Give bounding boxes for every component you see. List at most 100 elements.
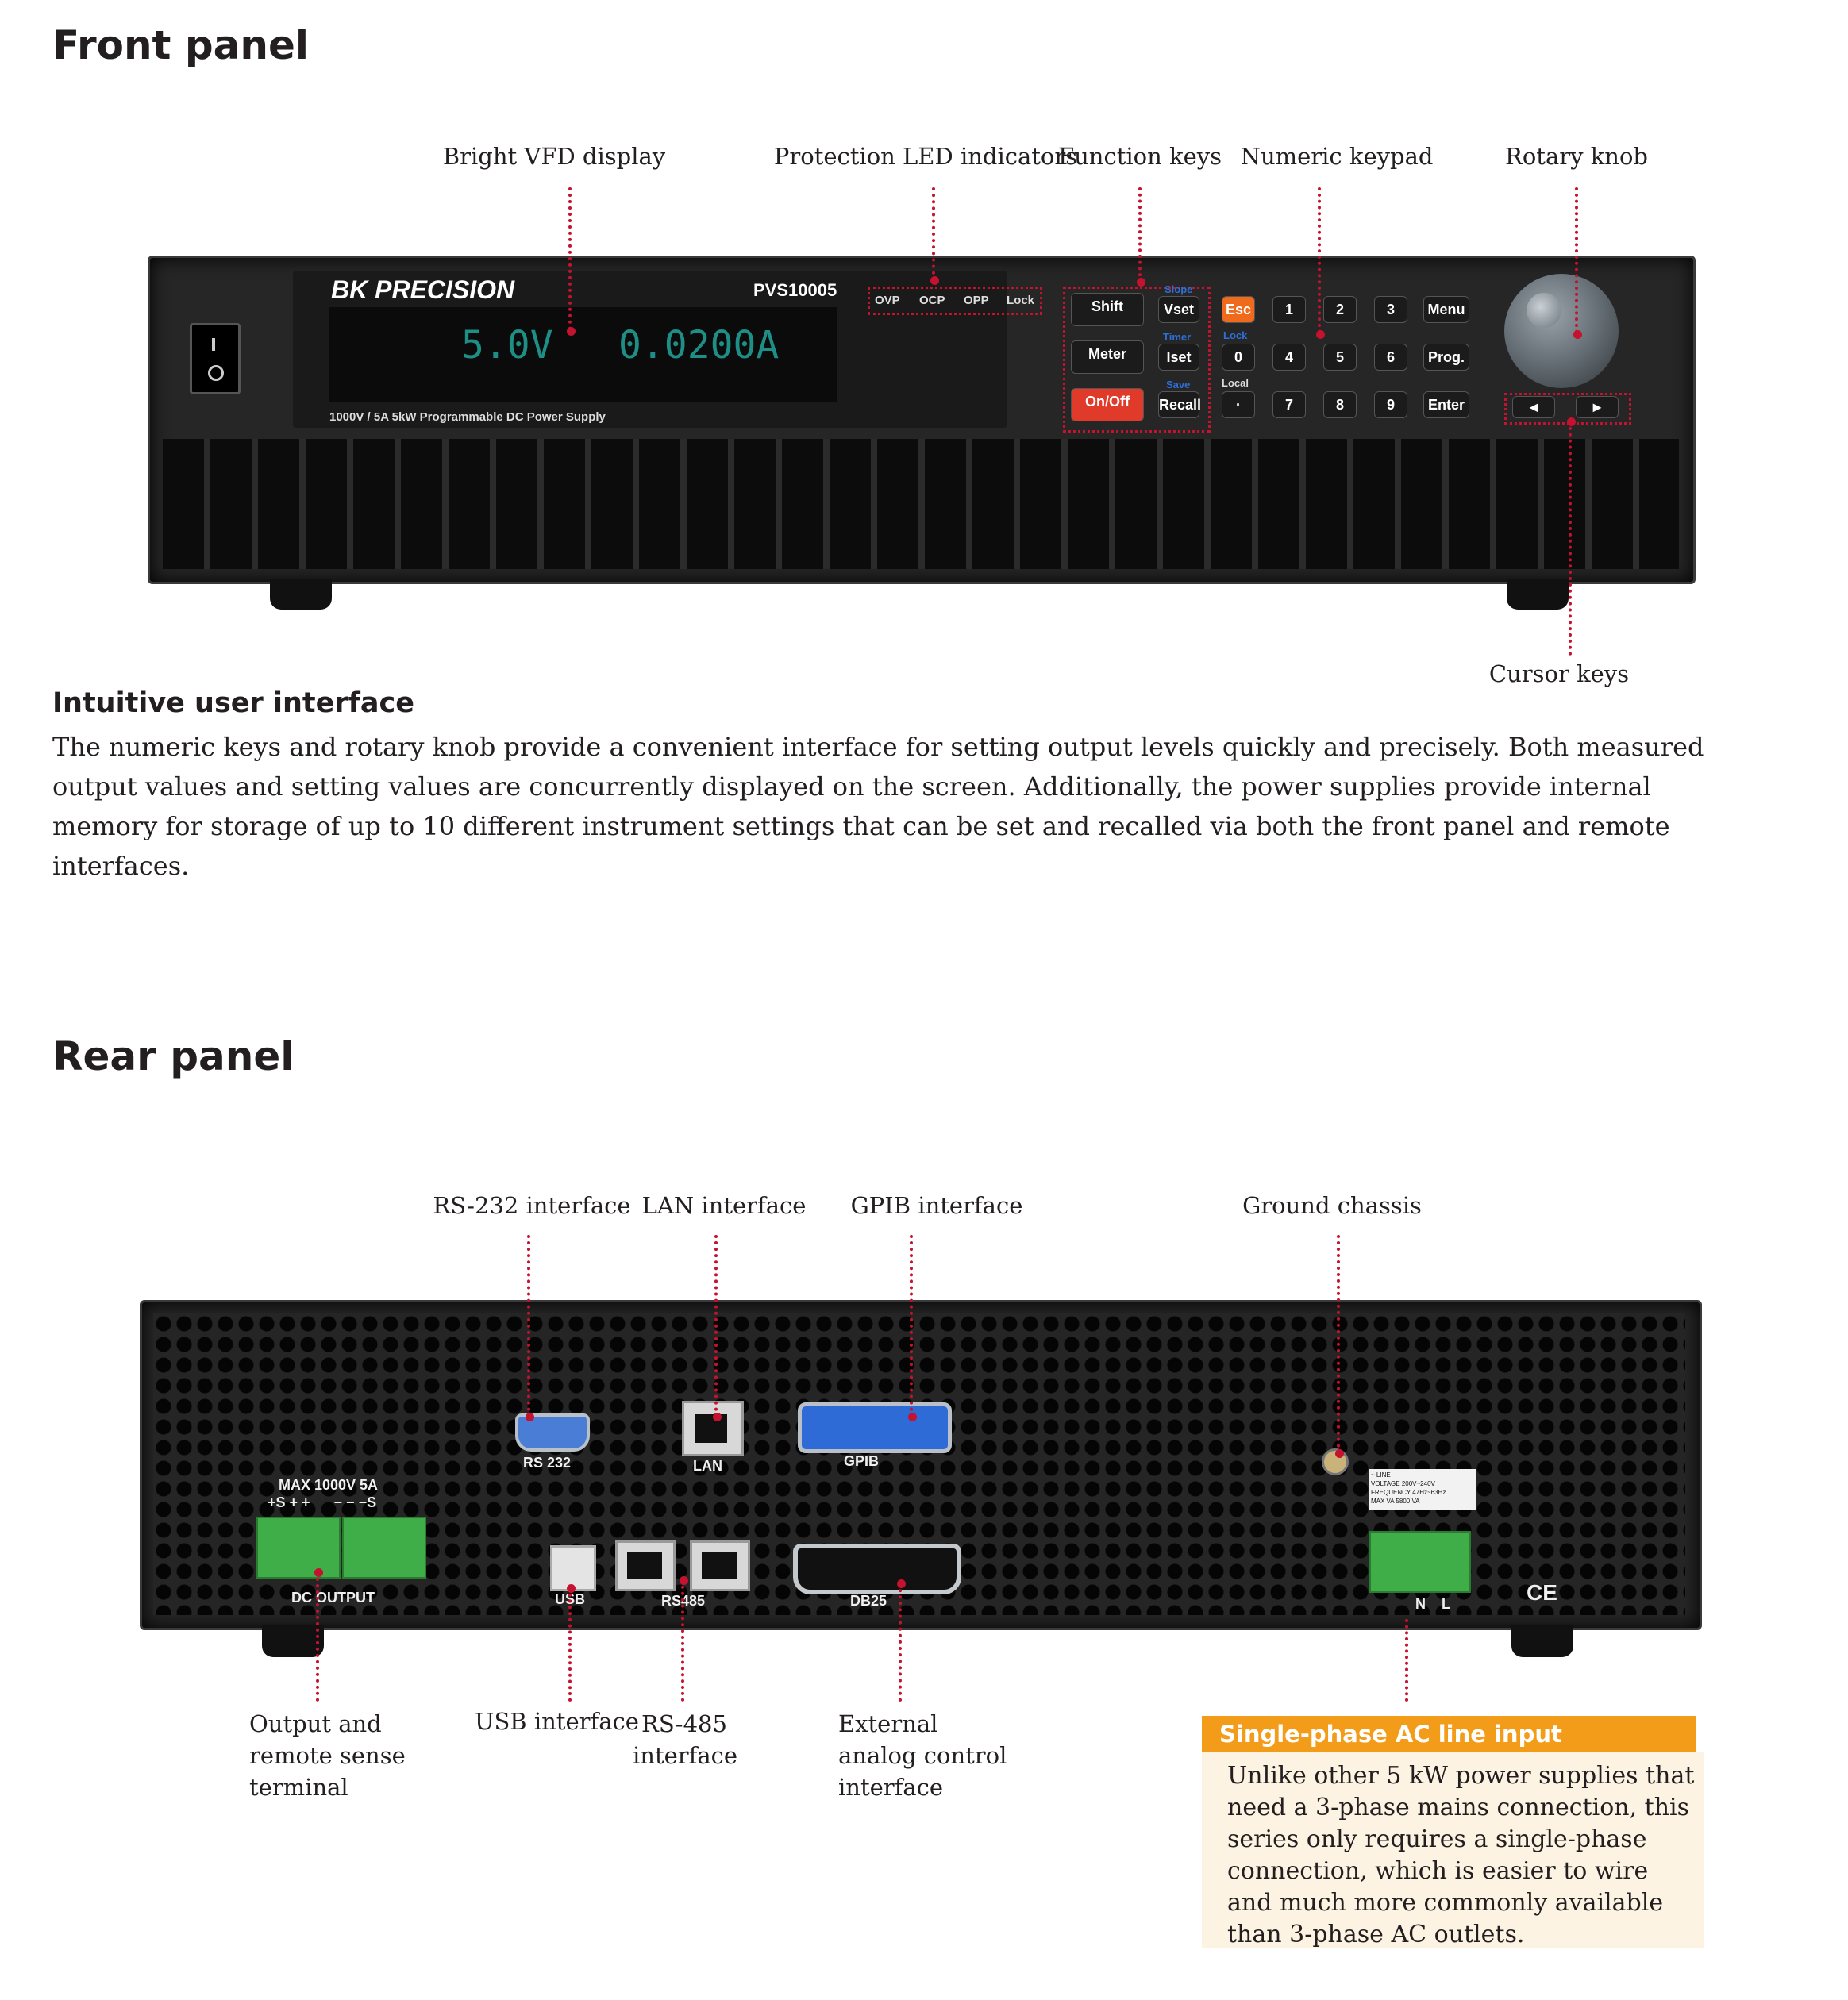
- leader-rs232: [527, 1235, 530, 1417]
- lan-port[interactable]: [682, 1401, 744, 1456]
- callout-function-keys: Function keys: [1057, 143, 1222, 170]
- esc-key[interactable]: Esc: [1222, 296, 1255, 323]
- leader-dot-display: [567, 327, 576, 336]
- led-ovp: OVP: [875, 294, 900, 307]
- meter-key[interactable]: Meter: [1071, 340, 1144, 374]
- led-lock: Lock: [1007, 294, 1035, 307]
- rs485-port-1[interactable]: [615, 1540, 676, 1591]
- led-indicators: OVP OCP OPP Lock: [868, 287, 1042, 315]
- brand-logo: BK PRECISION: [331, 275, 515, 304]
- line-label: N L: [1415, 1596, 1450, 1612]
- vfd-screen: [329, 307, 837, 402]
- leader-dot-keypad: [1316, 330, 1325, 339]
- timer-label: Timer: [1163, 331, 1192, 343]
- key-4[interactable]: 4: [1272, 344, 1306, 371]
- leader-dot-ground: [1335, 1449, 1344, 1458]
- leader-dot-leds: [930, 276, 939, 285]
- leader-knob: [1575, 187, 1578, 333]
- leader-function-keys: [1138, 187, 1142, 283]
- voltage-reading: 5.0V: [461, 323, 553, 367]
- leader-ac-inlet: [1405, 1619, 1408, 1702]
- shift-key[interactable]: Shift: [1071, 293, 1144, 326]
- leader-rs485: [681, 1579, 684, 1702]
- key-2[interactable]: 2: [1323, 296, 1357, 323]
- ac-box-body: Unlike other 5 kW power supplies that ne…: [1202, 1752, 1704, 1948]
- key-6[interactable]: 6: [1374, 344, 1407, 371]
- key-7[interactable]: 7: [1272, 391, 1306, 418]
- leader-dot-analog: [897, 1579, 906, 1588]
- compliance-marks: CE: [1527, 1580, 1557, 1605]
- leader-dot-function-keys: [1137, 278, 1145, 287]
- lock-label: Lock: [1223, 329, 1248, 341]
- leader-dot-output: [314, 1568, 323, 1577]
- on-off-key[interactable]: On/Off: [1071, 388, 1144, 421]
- led-opp: OPP: [964, 294, 989, 307]
- dc-output-terminal-right[interactable]: [342, 1517, 426, 1579]
- leader-gpib: [910, 1235, 913, 1417]
- leader-keypad: [1318, 187, 1321, 333]
- leader-dot-lan: [713, 1413, 722, 1421]
- usb-port[interactable]: [550, 1545, 596, 1591]
- ui-subheading: Intuitive user interface: [52, 687, 414, 719]
- rs485-port-2[interactable]: [690, 1540, 750, 1591]
- ac-voltage: VOLTAGE 200V~240V: [1371, 1480, 1435, 1487]
- ac-frequency: FREQUENCY 47Hz~63Hz: [1371, 1489, 1446, 1496]
- gpib-port[interactable]: [798, 1402, 952, 1453]
- callout-analog: External analog control interface: [838, 1710, 1007, 1801]
- db25-label: DB25: [850, 1593, 887, 1609]
- dc-output-label: DC OUTPUT: [291, 1590, 375, 1606]
- front-foot-right: [1507, 579, 1569, 610]
- callout-numeric-keypad: Numeric keypad: [1240, 143, 1434, 170]
- knob-grip: [1527, 293, 1561, 328]
- enter-key[interactable]: Enter: [1423, 391, 1469, 418]
- cursor-right-key[interactable]: ►: [1576, 396, 1619, 418]
- key-1[interactable]: 1: [1272, 296, 1306, 323]
- key-5[interactable]: 5: [1323, 344, 1357, 371]
- power-switch[interactable]: [190, 323, 241, 394]
- leader-dot-rs485: [680, 1576, 688, 1585]
- menu-key[interactable]: Menu: [1423, 296, 1469, 323]
- leader-lan: [714, 1235, 718, 1417]
- ac-rating-label: ~ LINE VOLTAGE 200V~240V FREQUENCY 47Hz~…: [1369, 1469, 1476, 1510]
- callout-cursor-keys: Cursor keys: [1488, 660, 1630, 687]
- rear-panel-device: RS 232 LAN GPIB ~ LINE VOLTAGE 200V~240V…: [140, 1300, 1702, 1630]
- rear-foot-right: [1511, 1625, 1573, 1657]
- callout-rs485: RS-485 interface: [633, 1710, 738, 1769]
- max-rating-label: MAX 1000V 5A: [279, 1477, 379, 1493]
- front-panel-heading: Front panel: [52, 22, 310, 68]
- key-9[interactable]: 9: [1374, 391, 1407, 418]
- terminal-polarity-label: +S + + − − −S: [268, 1494, 377, 1510]
- db25-port[interactable]: [793, 1544, 961, 1594]
- cursor-left-key[interactable]: ◄: [1512, 396, 1555, 418]
- ac-header: ~ LINE: [1371, 1471, 1391, 1479]
- function-keys-group: [1063, 287, 1211, 433]
- leader-ground: [1337, 1235, 1340, 1454]
- key-0[interactable]: 0: [1222, 344, 1255, 371]
- leader-dot-usb: [567, 1584, 576, 1593]
- key-8[interactable]: 8: [1323, 391, 1357, 418]
- dc-output-terminal-left[interactable]: [256, 1517, 341, 1579]
- callout-ground: Ground chassis: [1242, 1192, 1422, 1219]
- ac-line-terminal[interactable]: [1369, 1531, 1471, 1593]
- key-3[interactable]: 3: [1374, 296, 1407, 323]
- current-reading: 0.0200A: [618, 323, 780, 367]
- callout-rotary-knob: Rotary knob: [1505, 143, 1648, 170]
- decimal-key[interactable]: ·: [1222, 391, 1255, 418]
- callout-rs232: RS-232 interface: [433, 1192, 631, 1219]
- rotary-knob[interactable]: [1504, 274, 1619, 388]
- rs232-label: RS 232: [523, 1455, 572, 1471]
- led-ocp: OCP: [919, 294, 945, 307]
- leader-dot-gpib: [908, 1413, 917, 1421]
- save-label: Save: [1166, 379, 1191, 390]
- lan-label: LAN: [693, 1458, 722, 1474]
- ui-paragraph: The numeric keys and rotary knob provide…: [52, 732, 1704, 881]
- recall-key[interactable]: Recall: [1158, 391, 1201, 418]
- ac-max-va: MAX VA 5800 VA: [1371, 1498, 1420, 1505]
- model-number: PVS10005: [753, 280, 837, 300]
- leader-dot-knob: [1573, 330, 1582, 339]
- vset-key[interactable]: Vset: [1158, 296, 1199, 323]
- callout-output-terminal: Output and remote sense terminal: [249, 1710, 406, 1801]
- prog-key[interactable]: Prog.: [1423, 344, 1469, 371]
- front-vent-grille: [163, 439, 1679, 569]
- iset-key[interactable]: Iset: [1158, 344, 1199, 371]
